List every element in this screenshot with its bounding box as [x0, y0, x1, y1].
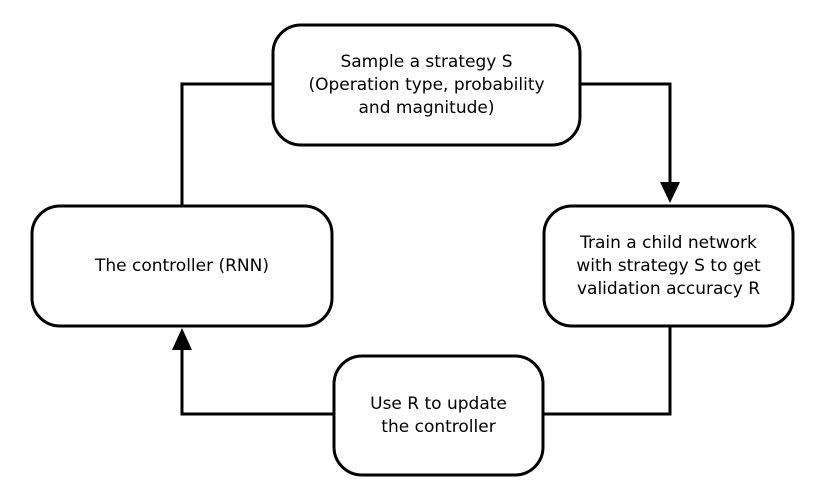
train-child-network-line-3: validation accuracy R	[576, 278, 760, 299]
sample-strategy-line-1: Sample a strategy S	[340, 51, 513, 72]
controller-rnn-line-1: The controller (RNN)	[94, 255, 270, 276]
train-child-network-box	[542, 204, 795, 328]
train-child-network-label: Train a child network with strategy S to…	[544, 206, 793, 326]
update-controller-label: Use R to update the controller	[334, 356, 543, 475]
arrowhead-into-controller	[172, 328, 192, 350]
train-child-network-line-2: with strategy S to get	[576, 255, 761, 276]
controller-rnn-box	[30, 204, 334, 328]
sample-strategy-box	[271, 23, 582, 147]
edge-sample-to-train	[580, 82, 672, 184]
edge-update-to-controller	[180, 348, 335, 416]
edge-train-to-update	[542, 325, 672, 416]
update-controller-line-2: the controller	[381, 416, 496, 437]
train-child-network-line-1: Train a child network	[580, 232, 757, 253]
sample-strategy-line-3: and magnitude)	[358, 97, 495, 118]
update-controller-line-1: Use R to update	[370, 393, 507, 414]
edge-controller-to-sample	[180, 82, 273, 207]
sample-strategy-label: Sample a strategy S (Operation type, pro…	[273, 25, 580, 145]
sample-strategy-line-2: (Operation type, probability	[308, 74, 545, 95]
controller-rnn-label: The controller (RNN)	[32, 206, 332, 326]
update-controller-box	[332, 354, 545, 477]
arrowhead-into-train	[660, 182, 680, 203]
